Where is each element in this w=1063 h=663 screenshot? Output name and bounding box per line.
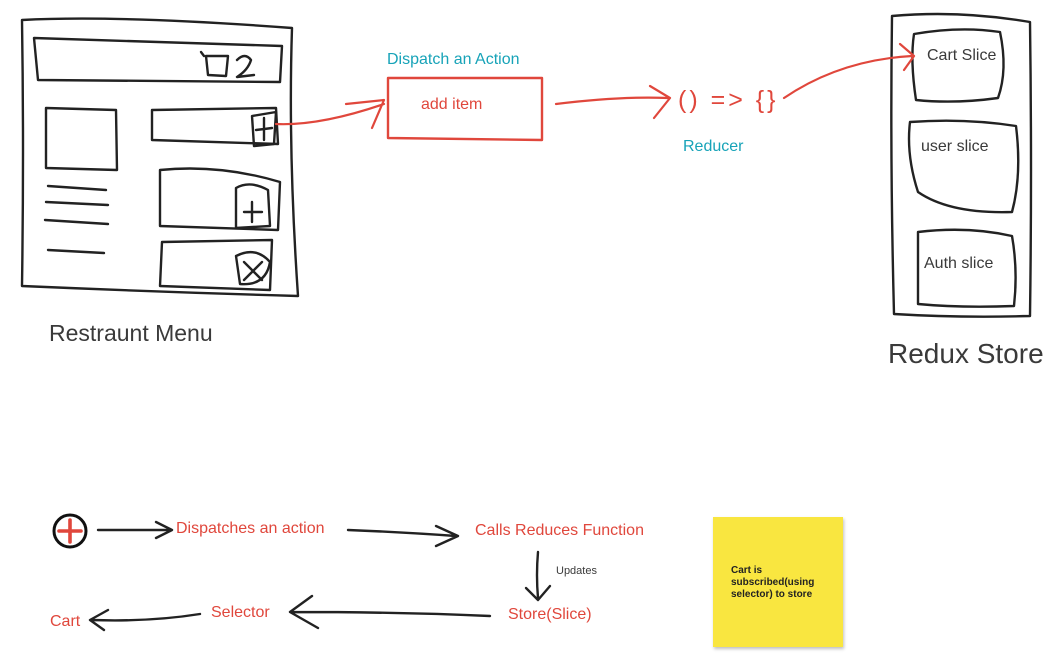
- reducer-code: () => {}: [678, 86, 779, 114]
- arrow-reducer-to-store-down: [524, 550, 552, 602]
- reducer-label: Reducer: [683, 138, 744, 155]
- menu-outline: [20, 17, 300, 298]
- menu-description-lines: [43, 184, 110, 255]
- store-outline: [890, 12, 1033, 318]
- sticky-note-text: Cart is subscribed(using selector) to st…: [731, 565, 815, 600]
- menu-header-cart-icon: [199, 50, 230, 78]
- menu-item-row-2: [158, 167, 282, 232]
- user-slice-box: [907, 119, 1020, 214]
- restaurant-menu-label: Restraunt Menu: [49, 320, 213, 346]
- menu-item-row-3: [158, 238, 274, 292]
- user-slice-label: user slice: [921, 138, 989, 155]
- menu-header-bar: [32, 36, 284, 84]
- menu-item-row-1-add-icon: [250, 110, 278, 148]
- cart-slice-label: Cart Slice: [927, 47, 997, 64]
- flow-step-store: Store(Slice): [508, 606, 592, 623]
- arrow-plus-to-dispatch: [96, 520, 174, 540]
- menu-item-row-3-add-icon: [234, 250, 272, 286]
- flow-step-cart: Cart: [50, 613, 81, 630]
- auth-slice-box: [916, 228, 1017, 308]
- flow-step-dispatch: Dispatches an action: [176, 520, 325, 537]
- action-box: [386, 76, 544, 142]
- menu-item-row-1: [150, 106, 280, 146]
- auth-slice-label: Auth slice: [924, 255, 994, 272]
- flow-step-selector: Selector: [211, 604, 270, 621]
- arrow-menu-to-action: [274, 98, 386, 130]
- sticky-note: Cart is subscribed(using selector) to st…: [713, 517, 843, 647]
- arrow-action-to-reducer: [554, 84, 672, 120]
- arrow-reducer-to-store: [782, 42, 916, 100]
- cart-slice-box: [911, 28, 1005, 103]
- menu-image-placeholder: [44, 106, 119, 172]
- dispatch-action-label: Dispatch an Action: [387, 51, 520, 68]
- plus-circle-icon: [52, 513, 88, 549]
- flow-step-calls-reducer: Calls Reduces Function: [475, 522, 644, 539]
- redux-store-label: Redux Store: [888, 338, 1044, 369]
- action-box-label: add item: [421, 96, 483, 113]
- arrow-selector-to-cart: [88, 608, 202, 632]
- arrow-store-to-selector: [288, 594, 492, 630]
- arrow-dispatch-to-reducer: [346, 524, 460, 548]
- menu-item-row-2-add-icon: [234, 183, 272, 230]
- menu-header-count: [235, 54, 256, 79]
- flow-updates-label: Updates: [556, 565, 597, 577]
